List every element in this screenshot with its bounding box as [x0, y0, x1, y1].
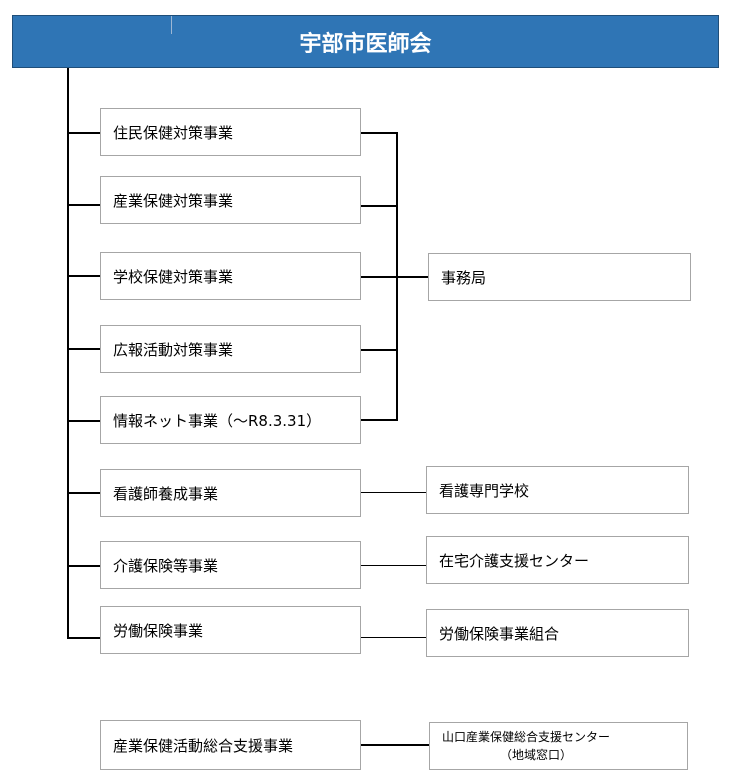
- branch-line-6: [67, 492, 101, 494]
- branch-line-5: [67, 420, 101, 422]
- left-box-1: 住民保健対策事業: [100, 108, 361, 156]
- left-box-6: 看護師養成事業: [100, 469, 361, 517]
- right-box-label: 事務局: [441, 268, 487, 287]
- right-box-nursing-school: 看護専門学校: [426, 466, 689, 514]
- left-box-label: 労働保険事業: [113, 621, 204, 640]
- org-header: 宇部市医師会: [12, 15, 719, 68]
- branch-line-7: [67, 565, 101, 567]
- header-tick-mark: [171, 16, 172, 34]
- bracket-stub-1: [361, 132, 398, 134]
- connector-labor-union: [361, 637, 426, 638]
- left-box-7: 介護保険等事業: [100, 541, 361, 589]
- bracket-stub-5: [361, 419, 398, 421]
- right-box-home-care-center: 在宅介護支援センター: [426, 536, 689, 584]
- right-box-label: 看護専門学校: [439, 481, 530, 500]
- bottom-right-line2: （地域窓口）: [500, 748, 573, 762]
- left-box-3: 学校保健対策事業: [100, 252, 361, 300]
- left-box-4: 広報活動対策事業: [100, 325, 361, 373]
- bottom-right-box: 山口産業保健総合支援センター （地域窓口）: [429, 722, 688, 770]
- connector-nursing: [361, 492, 426, 493]
- left-box-label: 学校保健対策事業: [113, 267, 234, 286]
- branch-line-4: [67, 348, 101, 350]
- bottom-right-line1: 山口産業保健総合支援センター: [442, 730, 611, 744]
- left-box-label: 介護保険等事業: [113, 556, 219, 575]
- branch-line-8: [67, 637, 101, 639]
- left-box-label: 住民保健対策事業: [113, 123, 234, 142]
- branch-line-1: [67, 132, 101, 134]
- bracket-stub-2: [361, 205, 398, 207]
- left-box-5: 情報ネット事業（～R8.3.31）: [100, 396, 361, 444]
- left-box-8: 労働保険事業: [100, 606, 361, 654]
- right-box-office: 事務局: [428, 253, 691, 301]
- connector-home-care: [361, 565, 426, 566]
- branch-line-2: [67, 204, 101, 206]
- bottom-left-label: 産業保健活動総合支援事業: [113, 736, 294, 755]
- trunk-line: [67, 68, 69, 639]
- left-box-2: 産業保健対策事業: [100, 176, 361, 224]
- left-box-label: 情報ネット事業（～R8.3.31）: [113, 411, 322, 430]
- branch-line-3: [67, 275, 101, 277]
- bottom-left-box: 産業保健活動総合支援事業: [100, 720, 361, 770]
- bracket-stub-3: [361, 276, 398, 278]
- right-box-labor-insurance-union: 労働保険事業組合: [426, 609, 689, 657]
- left-box-label: 広報活動対策事業: [113, 340, 234, 359]
- org-title: 宇部市医師会: [299, 31, 432, 57]
- bracket-stub-4: [361, 349, 398, 351]
- bracket-to-office: [396, 276, 428, 278]
- right-box-label: 労働保険事業組合: [439, 624, 560, 643]
- bottom-connector: [361, 744, 429, 746]
- right-box-label: 在宅介護支援センター: [439, 551, 590, 570]
- left-box-label: 産業保健対策事業: [113, 191, 234, 210]
- left-box-label: 看護師養成事業: [113, 484, 219, 503]
